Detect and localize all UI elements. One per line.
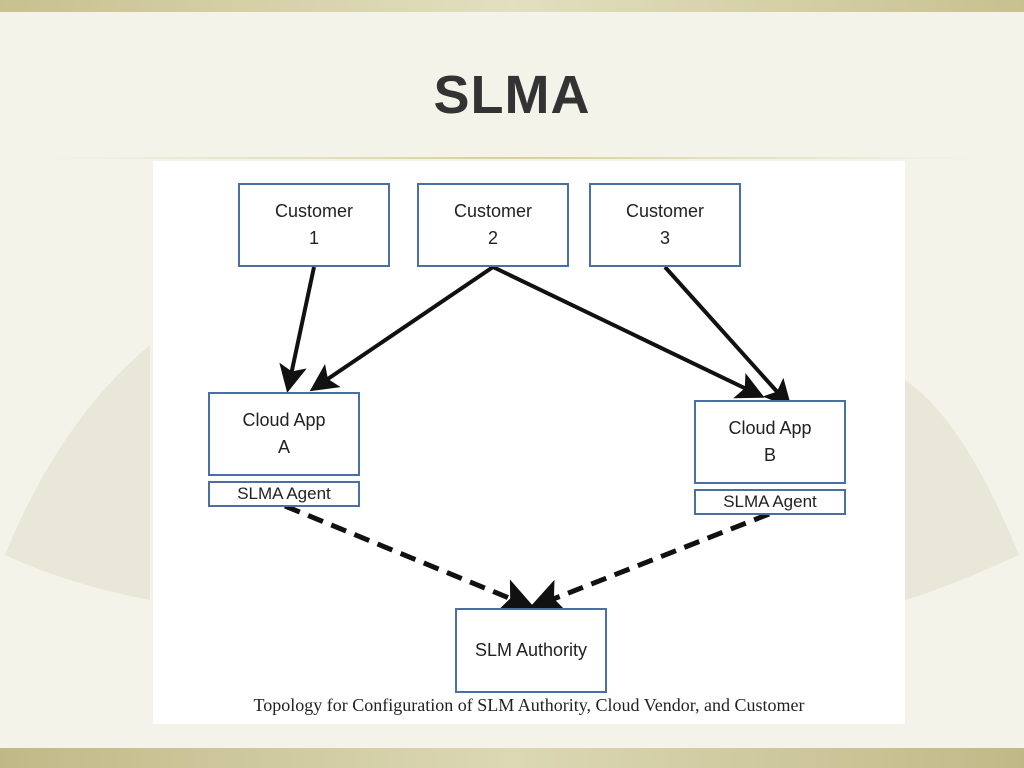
diagram-connectors <box>279 265 792 613</box>
figure-caption: Topology for Configuration of SLM Author… <box>253 695 805 715</box>
slm-authority-box: SLM Authority <box>455 608 607 693</box>
arrow-customer3-to-app-b <box>663 265 792 408</box>
customer-1-number: 1 <box>308 228 319 248</box>
cloud-app-a-box: Cloud App A <box>208 392 360 476</box>
arrow-customer1-to-app-a <box>279 266 316 393</box>
slma-agent-b-box: SLMA Agent <box>694 489 846 515</box>
slma-agent-a-box: SLMA Agent <box>208 481 360 507</box>
cloud-app-b-box: Cloud App B <box>694 400 846 484</box>
slm-authority-label: SLM Authority <box>474 640 588 660</box>
cloud-app-a-id: A <box>277 437 290 457</box>
customer-1-label: Customer <box>274 201 354 221</box>
top-accent-bar <box>0 0 1024 12</box>
cloud-app-b-label: Cloud App <box>728 418 812 438</box>
slide-title: SLMA <box>433 65 591 125</box>
customer-3-label: Customer <box>625 201 705 221</box>
customer-3-box: Customer 3 <box>589 183 741 267</box>
customer-3-number: 3 <box>659 228 670 248</box>
arrow-customer2-to-app-b <box>492 265 765 399</box>
bottom-accent-bar <box>0 748 1024 768</box>
customer-2-box: Customer 2 <box>417 183 569 267</box>
slma-agent-a-label: SLMA Agent <box>237 484 331 503</box>
cloud-app-a-label: Cloud App <box>242 410 326 430</box>
cloud-app-b-id: B <box>763 445 776 465</box>
customer-2-label: Customer <box>453 201 533 221</box>
slma-agent-b-label: SLMA Agent <box>723 492 817 511</box>
dashed-arrow-agent-b-to-authority <box>528 511 770 613</box>
dashed-arrow-agent-a-to-authority <box>284 503 536 612</box>
customer-2-number: 2 <box>487 228 498 248</box>
topology-figure: Customer 1 Customer 2 Customer 3 Cloud A… <box>153 161 905 724</box>
customer-1-box: Customer 1 <box>238 183 390 267</box>
arrow-customer2-to-app-a <box>309 265 495 392</box>
title-divider <box>50 157 974 159</box>
